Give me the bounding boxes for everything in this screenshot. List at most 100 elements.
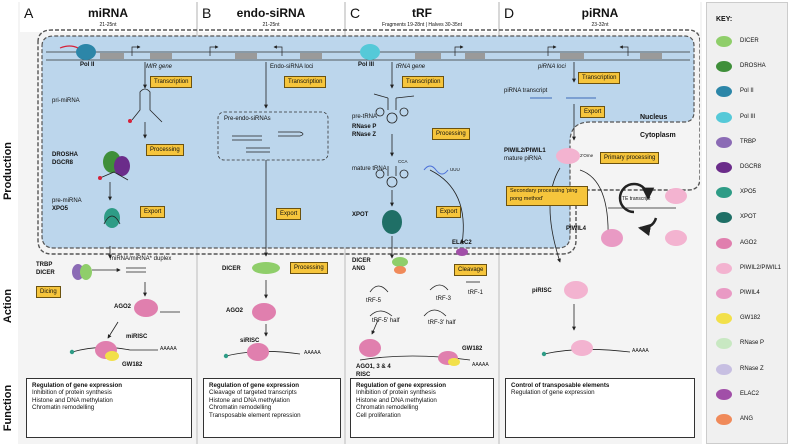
mirna-processing-tag: Processing: [146, 144, 184, 156]
ang-shape: [394, 266, 406, 274]
key-label: RNase Z: [740, 365, 764, 372]
function-item: Chromatin remodelling: [209, 404, 272, 412]
pirisc-target-shape: [571, 340, 593, 356]
piwil4-label: PIWIL4: [566, 226, 587, 232]
function-title: Regulation of gene expression: [32, 382, 123, 389]
pathway-diagram: [37, 2, 700, 444]
function-item: Transposable element repression: [209, 411, 301, 419]
key-swatch-icon: [716, 111, 732, 123]
sirna-ago2-shape: [252, 303, 276, 321]
pre-sirna-hairpins: [232, 131, 304, 153]
key-swatch-icon: [716, 212, 732, 224]
trf1-label: tRF-1: [468, 290, 483, 296]
piwil-shape: [556, 148, 580, 164]
pol-ii-label: Pol II: [80, 62, 95, 68]
mirna-dicer-label: DICER: [36, 270, 55, 276]
key-label: ANG: [740, 416, 754, 422]
pingpong-piwil-shape: [665, 188, 687, 204]
function-title: Regulation of gene expression: [356, 382, 447, 389]
cca-label: CCA: [398, 159, 408, 164]
column-header-pirna: D piRNA 23-32nt: [500, 2, 700, 32]
pirna-me-label: 2'Ome: [580, 153, 594, 158]
key-item: AGO2: [712, 237, 786, 250]
key-label: DGCR8: [740, 164, 762, 170]
key-label: TRBP: [740, 138, 757, 145]
function-title: Control of transposable elements: [511, 382, 610, 389]
column-length: 23-32nt: [591, 22, 609, 28]
key-label: PIWIL2/PIWIL1: [740, 264, 782, 271]
key-item: XPO5: [712, 187, 786, 199]
key-swatch-icon: [716, 187, 732, 199]
sirna-dicer-label: DICER: [222, 266, 241, 272]
xpo5-label: XPO5: [52, 206, 69, 212]
mirna-dicing-tag: Dicing: [36, 286, 61, 298]
key-item: Pol II: [712, 86, 786, 98]
key-item: ANG: [712, 414, 786, 426]
key-label: XPOT: [740, 214, 757, 221]
tss-arrows: [131, 45, 629, 56]
pirna-transcript-label: piRNA transcript: [504, 88, 548, 94]
cytoplasm-label: Cytoplasm: [640, 132, 676, 139]
column-length: 21-25nt: [262, 22, 280, 28]
pirisc-label: piRISC: [532, 288, 552, 294]
trf-dicer-shape: [392, 257, 408, 267]
column-length: 21-25nt: [99, 22, 117, 28]
pre-endo-sirna-label: Pre-endo-siRNAs: [224, 116, 271, 122]
gw182-label: GW182: [122, 362, 143, 368]
key-item: DROSHA: [712, 61, 786, 73]
key-swatch-icon: [716, 288, 732, 299]
mirna-export-tag: Export: [140, 206, 166, 218]
column-title: miRNA: [87, 6, 128, 20]
sirna-export-tag: Export: [276, 208, 302, 220]
trbp-label: TRBP: [36, 262, 53, 268]
trf3-label: tRF-3: [436, 296, 451, 302]
pri-mirna-label: pri-miRNA: [52, 98, 80, 104]
function-box-sirna: Regulation of gene expression Cleavage o…: [203, 378, 341, 438]
pirisc-shape: [564, 281, 588, 299]
trf-transcription-tag: Transcription: [402, 76, 445, 88]
key-item: XPOT: [712, 212, 786, 224]
key-swatch-icon: [716, 338, 732, 350]
mature-trna-label: mature tRNA: [352, 166, 387, 172]
duplex-label: miRNA/miRNA* duplex: [110, 256, 172, 262]
pol-iii-shape: [360, 44, 380, 60]
pre-endo-sirna-box: [217, 111, 329, 161]
key-item: GW182: [712, 313, 786, 325]
function-box-trf: Regulation of gene expression Inhibition…: [350, 378, 494, 438]
xpot-shape: [382, 210, 402, 234]
xpo5-shape: [104, 208, 120, 228]
key-swatch-icon: [716, 86, 732, 98]
function-item: Histone and DNA methylation: [356, 396, 437, 404]
sirna-ago2-label: AGO2: [226, 308, 244, 314]
key-item: DGCR8: [712, 162, 786, 174]
cell-membrane: [37, 29, 700, 255]
key-item: RNase P: [712, 338, 786, 350]
key-item: ELAC2: [712, 388, 786, 401]
column-title: endo-siRNA: [236, 6, 306, 20]
elac2-label: ELAC2: [452, 240, 472, 246]
trna-gene-label: tRNA gene: [396, 64, 426, 70]
pol-ii-shape: [76, 44, 96, 60]
function-item: Cleavage of targeted transcripts: [209, 389, 297, 397]
function-item: Regulation of gene expression: [511, 389, 595, 397]
mature-pirna-label: mature piRNA: [504, 156, 542, 162]
key-item: Pol III: [712, 111, 786, 124]
trf3-half-label: tRF-3' half: [428, 320, 456, 326]
key-label: AGO2: [740, 239, 757, 246]
key-item: DICER: [712, 36, 786, 48]
pre-trna-cloverleaf: [373, 93, 415, 124]
function-item: Inhibition of protein synthesis: [32, 389, 112, 397]
function-item: Histone and DNA methylation: [32, 396, 113, 404]
column-letter: D: [504, 5, 515, 21]
key-swatch-icon: [716, 237, 732, 249]
key-item: TRBP: [712, 136, 786, 149]
ang-label: ANG: [352, 266, 366, 272]
dicer-shape: [80, 264, 92, 280]
key-label: DICER: [740, 38, 759, 44]
pol-iii-label: Pol III: [358, 62, 375, 68]
gw182-shape: [105, 351, 119, 361]
key-swatch-icon: [716, 262, 732, 274]
secondary-processing-tag: Secondary processing 'ping pong method': [506, 186, 588, 206]
key-swatch-icon: [716, 136, 732, 148]
key-label: ELAC2: [740, 390, 760, 397]
